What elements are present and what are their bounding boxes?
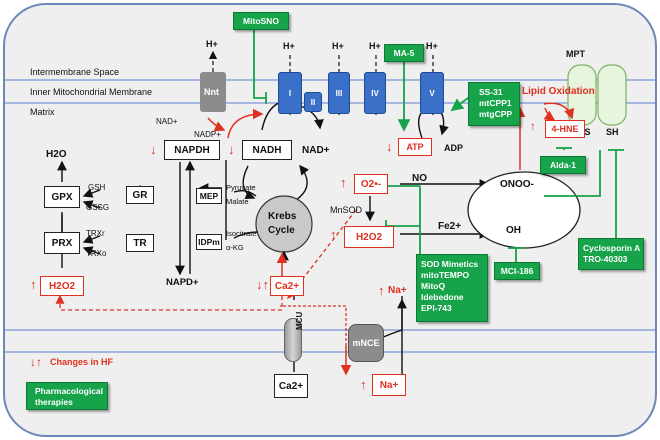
hplus-c1: H+ xyxy=(283,41,295,51)
idpm-box: IDPm xyxy=(196,234,222,250)
trxr-label: TRXr xyxy=(86,229,105,238)
onoo-label: ONOO- xyxy=(500,179,534,190)
gpx-box: GPX xyxy=(44,186,80,208)
nad-plus-small-label: NAD+ xyxy=(156,117,178,126)
h2o2-box: H2O2 xyxy=(344,226,394,248)
nadh-down-arrow: ↓ xyxy=(228,142,235,157)
alda1-box: Alda-1 xyxy=(540,156,586,174)
legend-pharm-box: Pharmacological therapies xyxy=(26,382,108,410)
mcu-label: MCU xyxy=(295,311,304,330)
h2o-label: H2O xyxy=(46,149,67,160)
h2o2-up-arrow: ↑ xyxy=(330,227,337,242)
lipid-oxidation-label: Lipid Oxidation xyxy=(522,86,595,97)
tr-box: TR xyxy=(126,234,154,252)
mnsod-label: MnSOD xyxy=(330,205,363,215)
adp-label: ADP xyxy=(444,143,464,153)
mpt-cylinder-right xyxy=(597,64,627,126)
complex-v: V xyxy=(420,72,444,114)
gssg-label: GSSG xyxy=(86,203,110,212)
hplus-c4: H+ xyxy=(369,41,381,51)
mcu-channel xyxy=(284,318,302,362)
ca-cyto-box: Ca2+ xyxy=(274,374,308,398)
atp-box: ATP xyxy=(398,138,432,156)
atp-down-arrow: ↓ xyxy=(386,139,393,154)
intermembrane-label: Intermembrane Space xyxy=(30,67,120,77)
matrix-label: Matrix xyxy=(30,107,55,117)
hplus-c5: H+ xyxy=(426,41,438,51)
superoxide-box: O2•- xyxy=(354,174,388,194)
na-cyto-box: Na+ xyxy=(372,374,406,396)
napd-plus-label: NAPD+ xyxy=(166,277,199,288)
na-mito-up-arrow: ↑ xyxy=(378,283,385,298)
inner-membrane-label: Inner Mitochondrial Membrane xyxy=(30,87,153,97)
krebs-label-2: Cycle xyxy=(268,225,295,236)
isocitrate-label: Isocitrate xyxy=(226,229,257,238)
na-mito-label: Na+ xyxy=(388,285,407,296)
cyclosporin-box: Cyclosporin A TRO-40303 xyxy=(578,238,644,270)
napdh-down-arrow: ↓ xyxy=(150,142,157,157)
legend-changes-label: Changes in HF xyxy=(50,357,114,367)
hne-box: 4-HNE xyxy=(545,120,585,138)
gr-box: GR xyxy=(126,186,154,204)
hne-up-arrow: ↑ xyxy=(530,119,536,133)
mnce-exchanger: mNCE xyxy=(348,324,384,362)
nad-plus-label: NAD+ xyxy=(302,145,330,156)
ma5-box: MA-5 xyxy=(384,44,424,62)
complex-i: I xyxy=(278,72,302,114)
sh-label: SH xyxy=(606,127,619,137)
h2o2-left-up-arrow: ↑ xyxy=(30,277,37,292)
h2o2-left-box: H2O2 xyxy=(40,276,84,296)
nnt-label: Nnt xyxy=(204,87,219,97)
krebs-cycle-circle xyxy=(255,195,313,253)
ss31-box: SS-31 mtCPP1 mtgCPP xyxy=(468,82,520,126)
fe-label: Fe2+ xyxy=(438,221,462,232)
krebs-label-1: Krebs xyxy=(268,211,297,222)
gsh-label: GSH xyxy=(88,183,106,192)
complex-iii: III xyxy=(328,72,350,114)
nnt-complex xyxy=(200,72,226,112)
mci186-box: MCI-186 xyxy=(494,262,540,280)
nadh-box: NADH xyxy=(242,140,292,160)
malate-label: Malate xyxy=(226,197,249,206)
ca-mito-box: Ca2+ xyxy=(270,276,304,296)
nadp-plus-label: NADP+ xyxy=(194,130,221,139)
legend-updown-arrow: ↓↑ xyxy=(30,355,42,369)
o2-up-arrow: ↑ xyxy=(340,175,347,190)
pyruvate-label: Pyruvate xyxy=(226,183,256,192)
complex-ii: II xyxy=(304,92,322,112)
mpt-label: MPT xyxy=(566,49,585,59)
mep-box: MEP xyxy=(196,188,222,204)
ca-updown-arrow: ↓↑ xyxy=(256,277,269,292)
sod-mimetics-box: SOD Mimetics mitoTEMPO MitoQ Idebedone E… xyxy=(416,254,488,322)
hplus-c3: H+ xyxy=(332,41,344,51)
complex-iv: IV xyxy=(364,72,386,114)
napdh-box: NAPDH xyxy=(164,140,220,160)
mitosno-box: MitoSNO xyxy=(233,12,289,30)
trxo-label: TRXo xyxy=(86,249,107,258)
oh-label: OH xyxy=(506,225,521,236)
no-label: NO xyxy=(412,173,427,184)
na-cyto-up-arrow: ↑ xyxy=(360,377,367,392)
akg-label: α-KG xyxy=(226,243,244,252)
prx-box: PRX xyxy=(44,232,80,254)
hplus-nnt: H+ xyxy=(206,39,218,49)
